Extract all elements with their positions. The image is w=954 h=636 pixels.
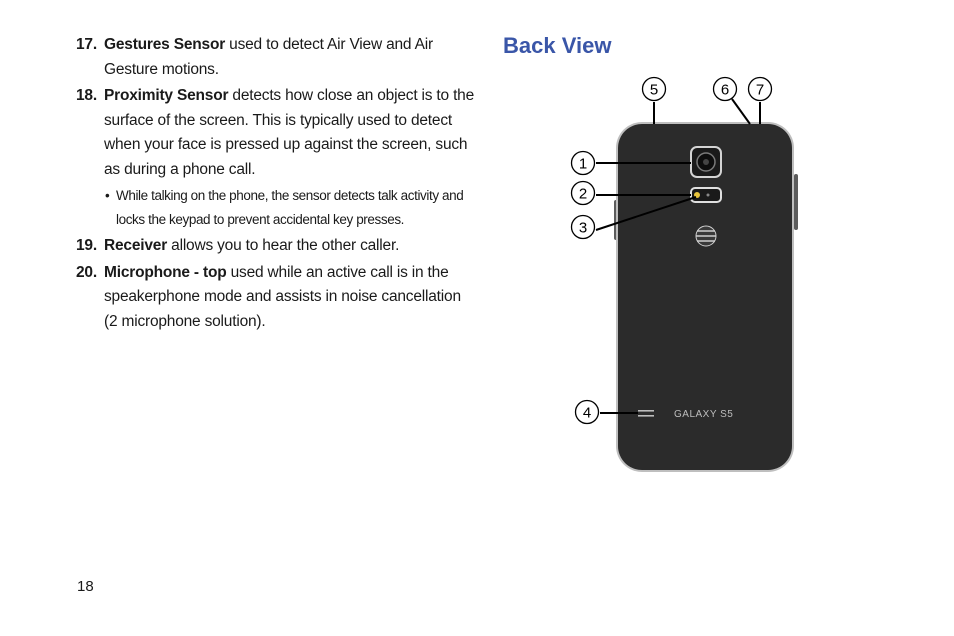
callout-1: 1 bbox=[570, 150, 596, 176]
item-term: Receiver bbox=[104, 237, 168, 254]
callout-4: 4 bbox=[574, 399, 600, 425]
item-text: detects how close an object is to the su… bbox=[104, 87, 475, 178]
side-button bbox=[794, 174, 798, 230]
callout-7: 7 bbox=[747, 76, 773, 102]
callout-line-3 bbox=[595, 196, 697, 231]
rear-speaker bbox=[638, 415, 654, 417]
phone-back-panel bbox=[618, 124, 792, 470]
callout-7-label: 7 bbox=[756, 82, 764, 99]
bullet-note: • While talking on the phone, the sensor… bbox=[76, 184, 476, 232]
callout-5: 5 bbox=[641, 76, 667, 102]
callout-3: 3 bbox=[570, 214, 596, 240]
item-number: 20. bbox=[76, 263, 97, 281]
callout-2-label: 2 bbox=[579, 186, 587, 203]
item-text: used to detect Air View and Air Gesture … bbox=[104, 36, 433, 78]
feature-list: 17. Gestures Sensor used to detect Air V… bbox=[76, 33, 476, 336]
item-term: Proximity Sensor bbox=[104, 87, 229, 104]
list-item-18: 18. Proximity Sensor detects how close a… bbox=[76, 84, 476, 182]
item-term: Gestures Sensor bbox=[104, 36, 226, 53]
callout-5-label: 5 bbox=[650, 82, 658, 99]
camera-lens-center bbox=[703, 159, 709, 165]
list-item-17: 17. Gestures Sensor used to detect Air V… bbox=[76, 33, 476, 82]
callout-6-label: 6 bbox=[721, 82, 729, 99]
heart-rate-sensor-dot bbox=[706, 193, 710, 197]
callout-2: 2 bbox=[570, 180, 596, 206]
item-text: allows you to hear the other caller. bbox=[167, 237, 400, 254]
bullet-mark: • bbox=[105, 188, 110, 203]
rear-speaker bbox=[638, 410, 654, 412]
brand-logo-text: GALAXY S5 bbox=[674, 409, 733, 420]
callout-1-label: 1 bbox=[579, 156, 587, 173]
item-number: 18. bbox=[76, 87, 97, 104]
page-number: 18 bbox=[77, 578, 94, 595]
list-item-20: 20. Microphone - top used while an activ… bbox=[76, 261, 476, 335]
phone-back-view-figure: GALAXY S5 1 2 3 4 5 6 7 bbox=[570, 76, 798, 472]
item-term: Microphone - top bbox=[104, 263, 227, 281]
section-title: Back View bbox=[503, 33, 612, 58]
callout-6: 6 bbox=[712, 76, 738, 102]
item-number: 19. bbox=[76, 237, 97, 254]
callout-line-6 bbox=[731, 98, 751, 125]
item-text: used while an active call is in the spea… bbox=[104, 263, 461, 330]
callout-3-label: 3 bbox=[579, 220, 587, 237]
carrier-logo bbox=[695, 225, 717, 247]
item-number: 17. bbox=[76, 36, 97, 53]
callout-4-label: 4 bbox=[583, 405, 591, 422]
list-item-19: 19. Receiver allows you to hear the othe… bbox=[76, 234, 476, 259]
bullet-text: While talking on the phone, the sensor d… bbox=[116, 188, 464, 227]
